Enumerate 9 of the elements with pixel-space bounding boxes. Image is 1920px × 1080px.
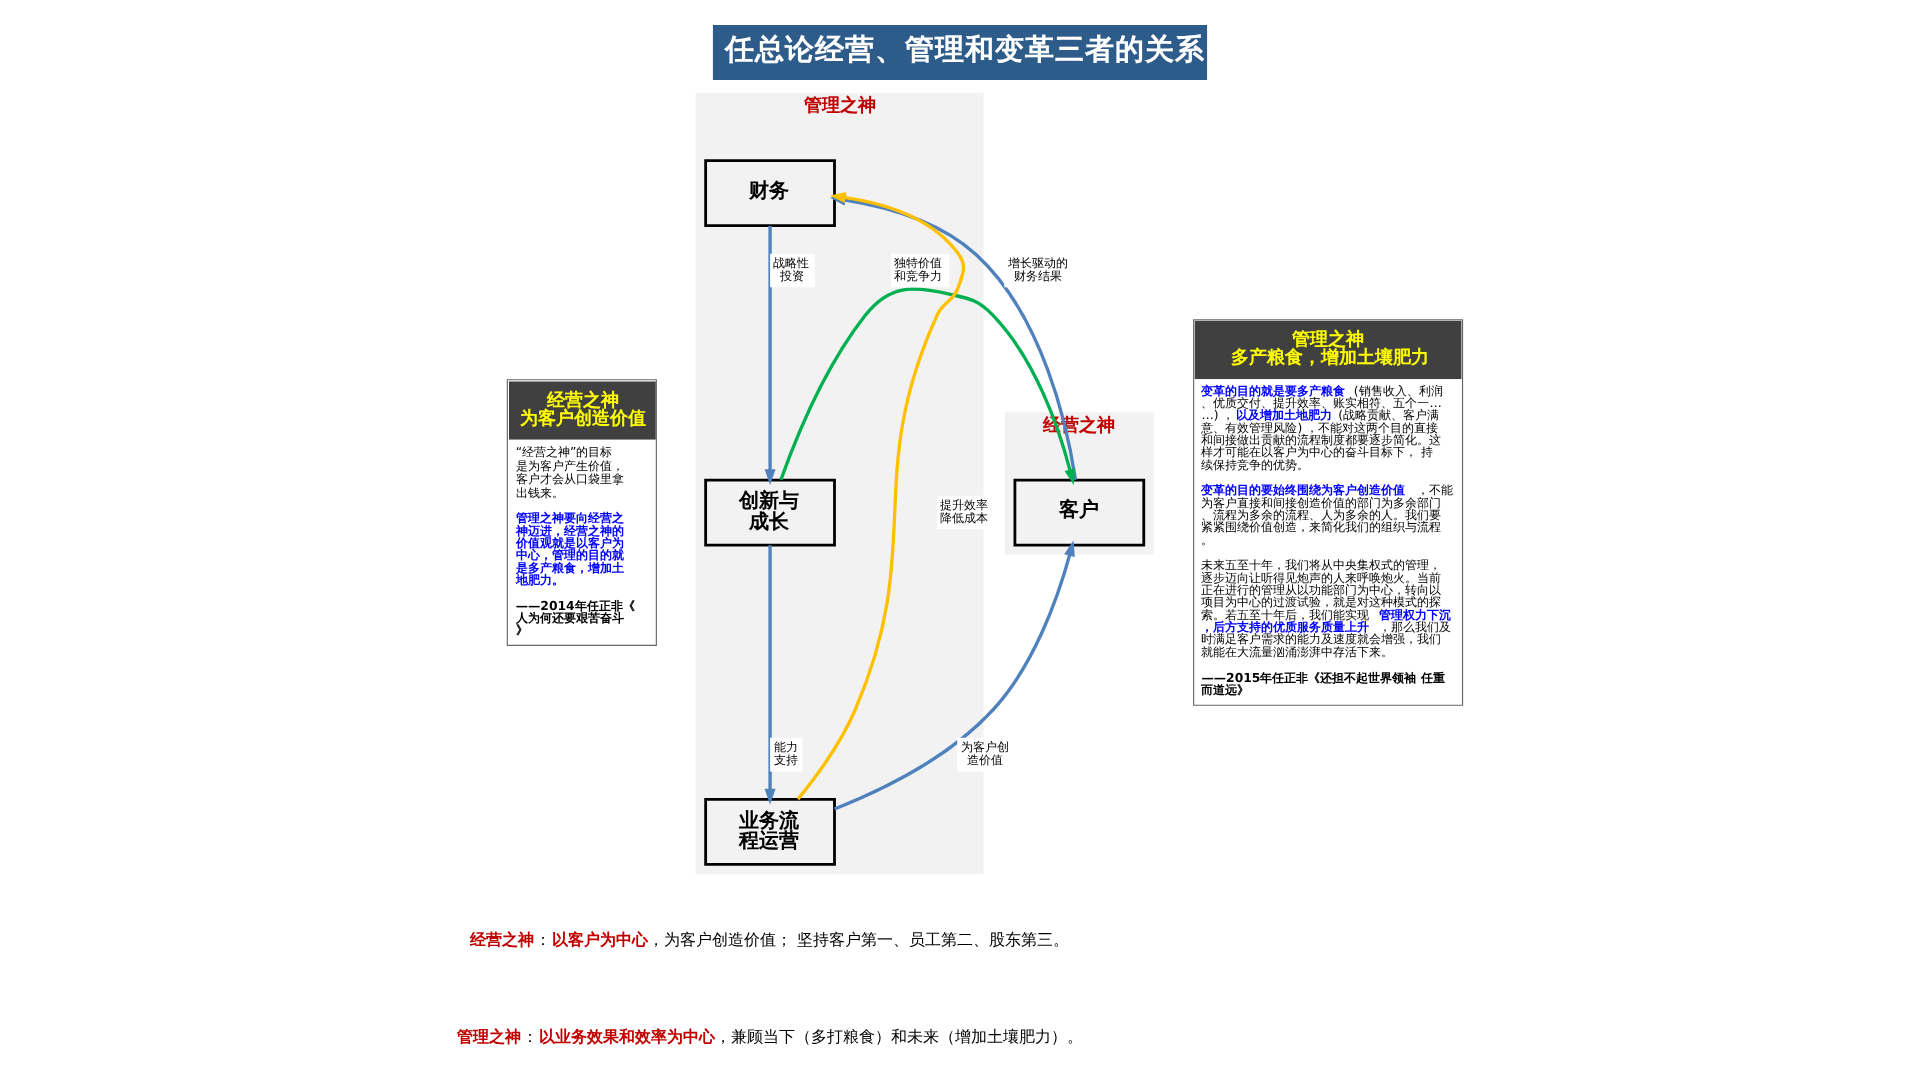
diagram-title: 任总论经营、管理和变革三者的关系 (724, 33, 1205, 68)
arrow (833, 540, 1075, 811)
arrow (764, 545, 776, 805)
node-box: 业务流程运营 (704, 798, 836, 866)
arrow (779, 287, 1076, 485)
arrow (764, 225, 776, 486)
node-box: 客户 (1013, 478, 1146, 547)
node-box: 财务 (704, 159, 836, 228)
node-box: 创新与成长 (704, 478, 836, 547)
